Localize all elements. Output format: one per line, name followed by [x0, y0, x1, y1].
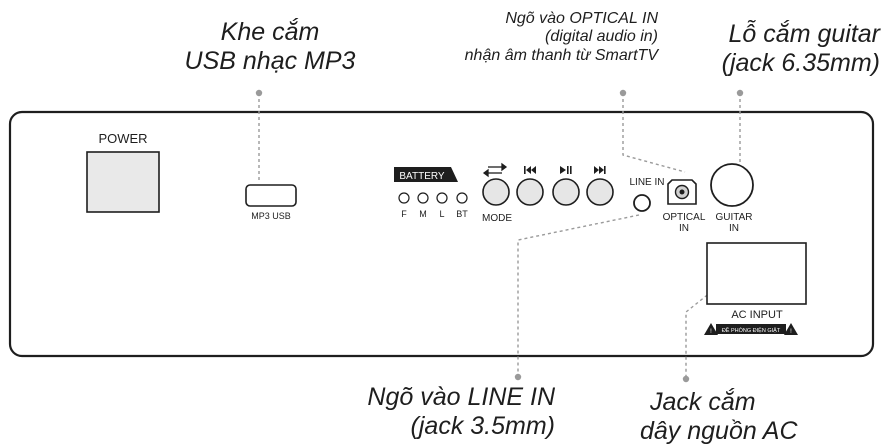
battery-indicator-bt: BT	[456, 209, 468, 219]
battery-led-m	[417, 192, 429, 204]
play-pause-button[interactable]	[552, 178, 580, 206]
ac-input-label: AC INPUT	[731, 309, 783, 321]
linein-callout-line2: (jack 3.5mm)	[410, 411, 555, 440]
optical-in-jack[interactable]	[667, 179, 697, 205]
mode-button[interactable]	[482, 178, 510, 206]
ac-callout-line2: dây nguồn AC	[640, 416, 798, 445]
svg-text:!: !	[710, 329, 712, 335]
optical-callout-line3: nhận âm thanh từ SmartTV	[464, 46, 658, 64]
ac-callout-line1: Jack cắm	[650, 388, 756, 416]
ac-callout: Jack cắm dây nguồn AC	[640, 388, 850, 446]
battery-led-l	[436, 192, 448, 204]
mp3-usb-label: MP3 USB	[251, 211, 291, 221]
warning-right-icon	[784, 323, 798, 335]
mp3-usb-slot[interactable]	[245, 184, 297, 207]
battery-led-f	[398, 192, 410, 204]
guitar-label-2: IN	[729, 223, 739, 234]
swap-arrows-icon	[482, 162, 508, 178]
guitar-label-1: GUITAR	[715, 212, 752, 223]
optical-callout: Ngõ vào OPTICAL IN (digital audio in) nh…	[398, 10, 658, 65]
linein-callout: Ngõ vào LINE IN (jack 3.5mm)	[355, 383, 555, 441]
power-label: POWER	[98, 131, 147, 146]
optical-label-2: IN	[679, 223, 689, 234]
ac-leader-dot	[682, 375, 690, 383]
linein-callout-line1: Ngõ vào LINE IN	[367, 383, 555, 411]
battery-label: BATTERY	[399, 171, 445, 182]
guitar-leader-dot	[736, 89, 744, 97]
usb-callout-line1: Khe cắm	[220, 18, 320, 46]
optical-callout-line2: (digital audio in)	[545, 28, 658, 46]
play-pause-icon	[560, 166, 572, 174]
guitar-in-jack[interactable]	[710, 163, 754, 207]
line-in-label: LINE IN	[629, 177, 664, 188]
skip-next-icon	[594, 166, 606, 174]
battery-indicator-l: L	[439, 209, 444, 219]
next-button[interactable]	[586, 178, 614, 206]
battery-indicator-f: F	[401, 209, 407, 219]
optical-callout-line1: Ngõ vào OPTICAL IN	[505, 10, 658, 27]
optical-leader	[622, 93, 686, 173]
usb-callout-line2: USB nhạc MP3	[184, 46, 356, 75]
guitar-callout-line1: Lỗ cắm guitar	[728, 20, 880, 48]
mode-label: MODE	[482, 213, 512, 224]
line-in-jack[interactable]	[633, 194, 651, 212]
warning-label: ĐỀ PHÒNG ĐIỆN GIẬT	[722, 326, 781, 334]
battery-led-bt	[456, 192, 468, 204]
battery-indicator-m: M	[419, 209, 427, 219]
linein-leader-dot	[514, 373, 522, 381]
skip-previous-icon	[524, 166, 536, 174]
guitar-callout: Lỗ cắm guitar (jack 6.35mm)	[700, 20, 880, 78]
battery-label-tail	[451, 167, 458, 182]
optical-label-1: OPTICAL	[663, 212, 706, 223]
ac-input-socket[interactable]	[706, 242, 807, 305]
usb-callout: Khe cắm USB nhạc MP3	[170, 18, 370, 76]
svg-text:!: !	[790, 329, 792, 335]
optical-leader-dot	[619, 89, 627, 97]
warning-left-icon	[704, 323, 718, 335]
device-panel	[8, 110, 875, 358]
shock-warning-strip: ! ! ĐỀ PHÒNG ĐIỆN GIẬT	[704, 323, 798, 335]
power-switch[interactable]	[86, 151, 160, 213]
guitar-callout-line2: (jack 6.35mm)	[721, 48, 880, 77]
usb-leader-dot	[255, 89, 263, 97]
battery-label-bg	[394, 167, 451, 182]
previous-button[interactable]	[516, 178, 544, 206]
